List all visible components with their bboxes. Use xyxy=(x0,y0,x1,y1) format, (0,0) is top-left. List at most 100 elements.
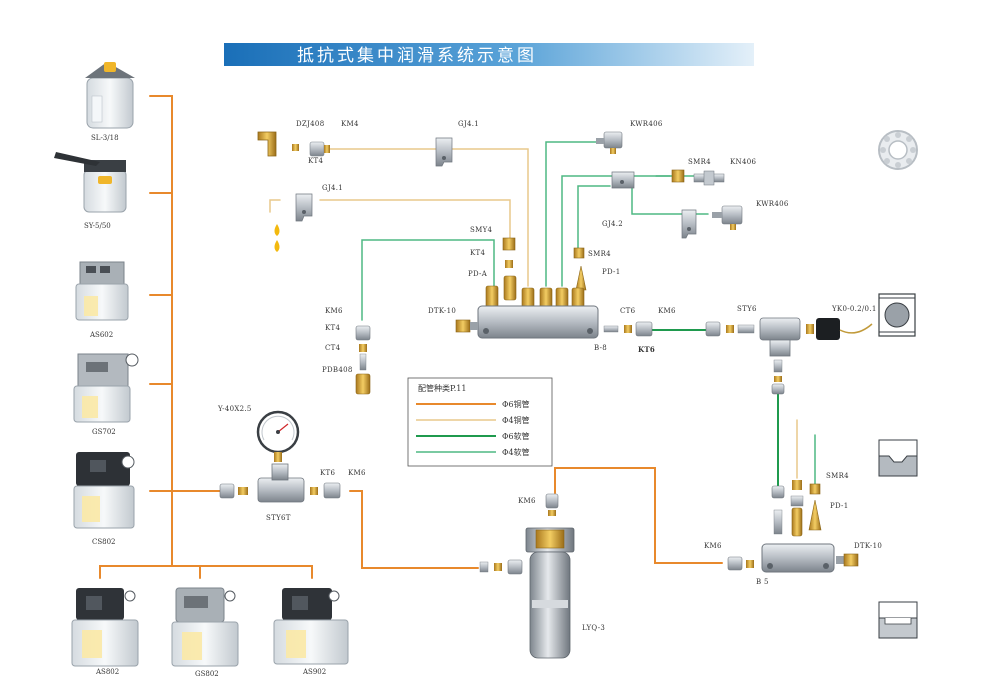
fitting-km6-d[interactable]: KM6 xyxy=(518,493,559,516)
meter-unit-pd1-a[interactable]: PD-1 xyxy=(575,265,620,291)
meter-unit-pd1-b[interactable]: PD-1 xyxy=(808,499,848,531)
svg-text:KT4: KT4 xyxy=(325,324,340,332)
svg-text:KWR406: KWR406 xyxy=(630,120,663,128)
page-title: 抵抗式集中润滑系统示意图 xyxy=(297,46,537,66)
svg-text:KWR406: KWR406 xyxy=(756,200,789,208)
pipe-phi4-copper xyxy=(269,148,798,479)
tee-sty6[interactable]: STY6 xyxy=(737,305,801,357)
pump-label-gs802: GS802 xyxy=(195,670,219,678)
svg-text:CT4: CT4 xyxy=(325,344,341,352)
fitting-km6-e[interactable]: KM6 xyxy=(704,542,754,571)
pump-sy550[interactable]: SY-5/50 xyxy=(54,152,127,230)
fitting-kwr406-a[interactable]: KWR406 xyxy=(596,120,663,154)
fitting-ct4[interactable]: CT4 xyxy=(325,344,367,371)
pump-gs802[interactable]: GS802 xyxy=(171,587,239,678)
pump-as602[interactable]: AS602 xyxy=(75,261,129,339)
svg-text:KT6: KT6 xyxy=(638,345,655,354)
slide-block-icon xyxy=(878,293,916,337)
clamp-small[interactable] xyxy=(681,209,697,239)
plug-dtk10-b[interactable]: DTK-10 xyxy=(836,542,882,567)
svg-text:KT4: KT4 xyxy=(308,157,323,165)
svg-text:GJ4.2: GJ4.2 xyxy=(602,220,623,228)
fittings-filter-left[interactable] xyxy=(479,559,523,575)
svg-text:KM6: KM6 xyxy=(348,469,366,477)
fitting-km6-b[interactable]: KM6 xyxy=(325,307,371,341)
svg-text:YK0-0.2/0.1: YK0-0.2/0.1 xyxy=(831,305,877,313)
filter-lyq3[interactable]: LYQ-3 xyxy=(525,527,605,659)
pressure-switch-yk[interactable]: YK0-0.2/0.1 xyxy=(806,305,877,340)
svg-text:PD-A: PD-A xyxy=(468,270,488,278)
pump-label-sy550: SY-5/50 xyxy=(84,222,111,230)
svg-text:KN406: KN406 xyxy=(730,158,756,166)
svg-text:Y-40X2.5: Y-40X2.5 xyxy=(217,405,252,413)
svg-text:SMR4: SMR4 xyxy=(688,158,711,166)
svg-text:SMR4: SMR4 xyxy=(826,472,849,480)
legend-title: 配管种类P.11 xyxy=(418,383,466,393)
legend-item-phi6-copper: Φ6铜管 xyxy=(502,399,530,409)
pump-cs802[interactable]: CS802 xyxy=(73,452,135,546)
pump-label-as902: AS902 xyxy=(302,668,326,676)
fitting-smr4-a[interactable]: SMR4 xyxy=(671,158,711,183)
pipe-phi6-soft xyxy=(651,329,779,487)
clamp-gj41-b[interactable]: GJ4.1 xyxy=(295,184,343,222)
fitting-kt4-mid[interactable]: KT4 xyxy=(470,249,513,268)
meter-unit-pda[interactable]: PD-A xyxy=(468,270,517,301)
fitting-km6-c[interactable]: KM6 xyxy=(323,469,366,499)
legend-item-phi6-soft: Φ6软管 xyxy=(502,431,530,441)
svg-text:KM4: KM4 xyxy=(341,120,359,128)
fitting-smy4[interactable]: SMY4 xyxy=(470,226,516,251)
fitting-kt4-top[interactable]: KT4 xyxy=(292,144,323,165)
fitting-smr4-c[interactable]: SMR4 xyxy=(809,472,849,495)
fitting-smr4-b[interactable]: SMR4 xyxy=(573,247,611,259)
legend-item-phi4-soft: Φ4软管 xyxy=(502,447,530,457)
svg-text:GJ4.1: GJ4.1 xyxy=(322,184,343,192)
pump-sl318[interactable]: SL-3/18 xyxy=(85,62,135,142)
plug-dtk10-a[interactable]: DTK-10 xyxy=(428,307,478,333)
svg-text:KM6: KM6 xyxy=(704,542,722,550)
fitting-ct6[interactable]: CT6 xyxy=(603,307,636,333)
svg-text:CT6: CT6 xyxy=(620,307,636,315)
distributor-b5[interactable]: B 5 xyxy=(756,543,835,586)
svg-text:DTK-10: DTK-10 xyxy=(428,307,456,315)
bearing-icon xyxy=(878,130,918,170)
fitting-kt4-c[interactable]: KT4 xyxy=(325,324,367,352)
pipes xyxy=(99,95,816,579)
dovetail-guide-icon xyxy=(878,439,918,477)
fitting-km4[interactable]: KM4 xyxy=(309,120,359,157)
svg-text:STY6T: STY6T xyxy=(266,514,291,522)
clamp-gj42[interactable]: GJ4.2 xyxy=(602,171,635,228)
elbow-dzj408[interactable]: DZJ408 xyxy=(257,120,324,157)
tee-sty6t[interactable]: STY6T xyxy=(257,463,305,522)
pump-as902[interactable]: AS902 xyxy=(273,588,349,676)
clamp-gj41-a[interactable]: GJ4.1 xyxy=(435,120,479,167)
svg-text:PDB408: PDB408 xyxy=(322,366,353,374)
meter-units-b8[interactable] xyxy=(485,285,585,309)
svg-text:SMY4: SMY4 xyxy=(470,226,492,234)
fitting-kt6-a[interactable]: KT6 xyxy=(624,325,655,354)
fittings-inline-right[interactable] xyxy=(705,321,755,337)
fitting-km6-a[interactable]: KM6 xyxy=(635,307,676,337)
svg-text:SMR4: SMR4 xyxy=(588,250,611,258)
distributor-b8[interactable]: B-8 xyxy=(477,305,607,352)
svg-text:KM6: KM6 xyxy=(658,307,676,315)
legend: 配管种类P.11 Φ6铜管 Φ4铜管 Φ6软管 Φ4软管 xyxy=(407,377,553,467)
fitting-kwr406-b[interactable]: KWR406 xyxy=(712,200,789,230)
pump-as802[interactable]: AS802 xyxy=(71,588,139,676)
pressure-gauge[interactable]: Y-40X2.5 xyxy=(217,405,300,462)
svg-text:LYQ-3: LYQ-3 xyxy=(582,624,605,632)
svg-text:DTK-10: DTK-10 xyxy=(854,542,882,550)
fitting-kt6-b[interactable]: KT6 xyxy=(310,469,335,495)
pump-gs702[interactable]: GS702 xyxy=(73,353,139,436)
fittings-sty6t-left[interactable] xyxy=(219,483,248,499)
fittings-vertical-right[interactable] xyxy=(771,359,785,395)
meter-unit-pdb408[interactable]: PDB408 xyxy=(322,366,371,395)
svg-text:KT6: KT6 xyxy=(320,469,335,477)
pump-label-gs702: GS702 xyxy=(92,428,116,436)
svg-text:DZJ408: DZJ408 xyxy=(296,120,324,128)
oil-drops-icon xyxy=(274,224,280,252)
fittings-b5-vertical[interactable] xyxy=(771,480,804,537)
svg-text:PD-1: PD-1 xyxy=(830,502,848,510)
fitting-kn406[interactable]: KN406 xyxy=(693,158,756,186)
svg-text:KM6: KM6 xyxy=(325,307,343,315)
